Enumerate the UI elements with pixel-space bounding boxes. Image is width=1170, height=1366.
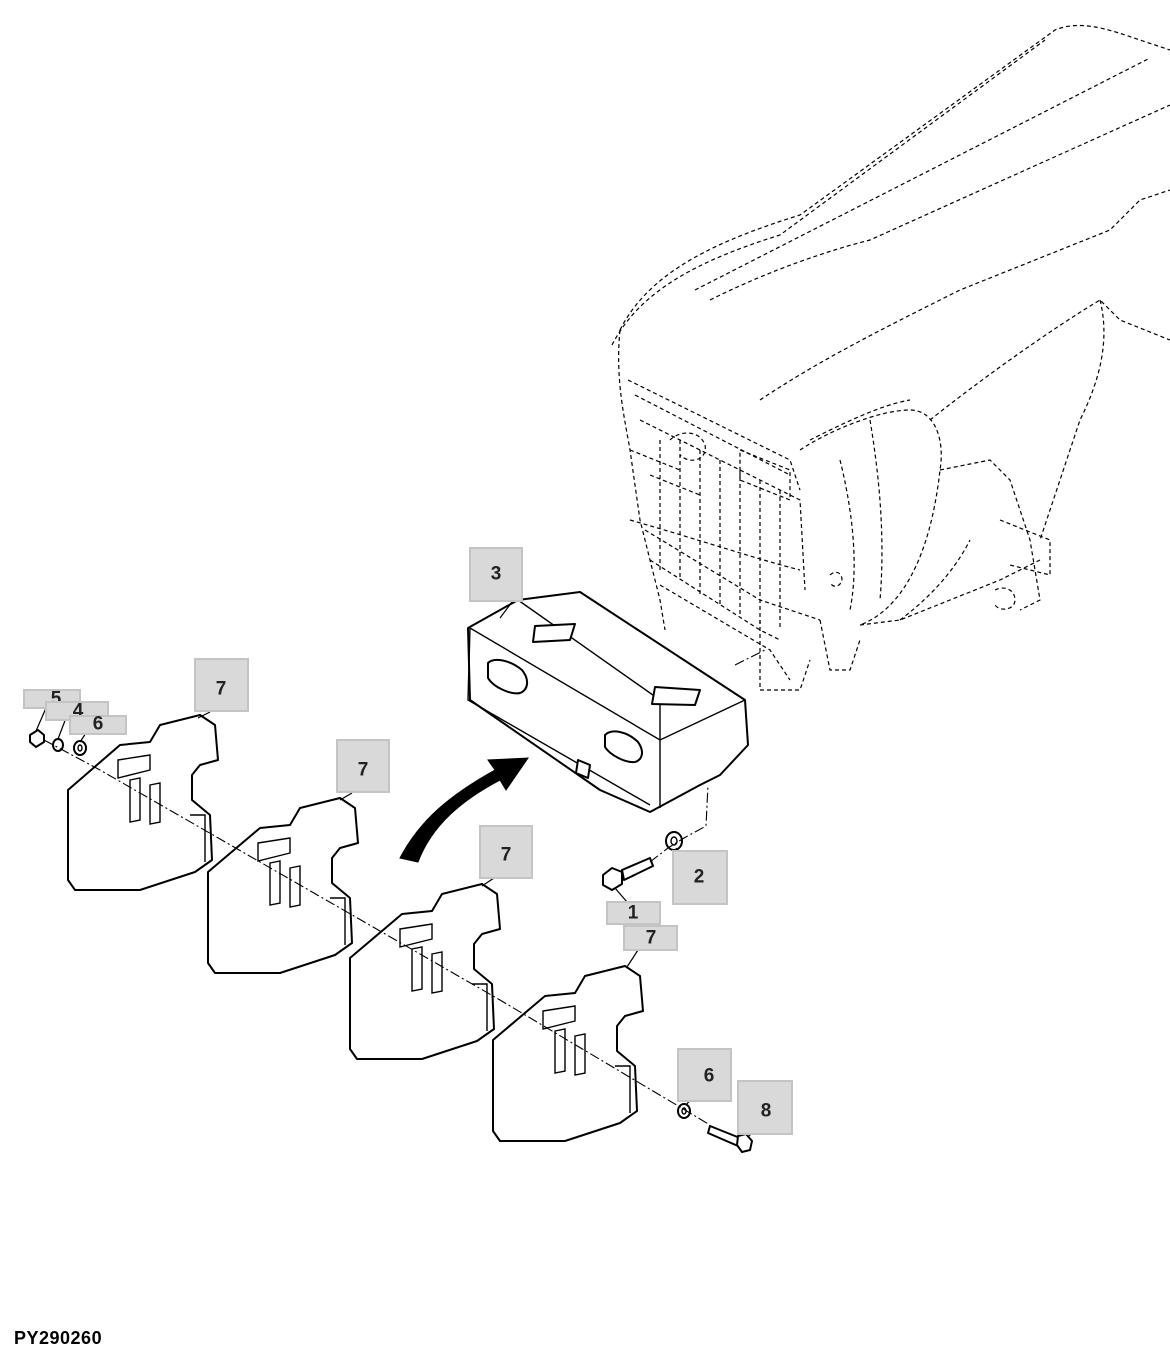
svg-text:8: 8	[761, 1101, 772, 1122]
suitcase-weight-2	[207, 797, 359, 974]
svg-text:6: 6	[704, 1066, 715, 1087]
callout-7-weight-2: 7	[336, 739, 390, 793]
weight-bracket	[467, 591, 749, 813]
svg-text:7: 7	[646, 928, 657, 949]
hardware-nut-5	[29, 729, 45, 748]
callout-7-duplicate: 7	[646, 928, 657, 949]
svg-text:6: 6	[93, 714, 104, 735]
svg-text:5: 5	[51, 689, 62, 710]
callout-6: 6	[69, 714, 127, 735]
svg-text:7: 7	[216, 679, 227, 700]
callout-1: 1	[606, 901, 661, 925]
hardware-washer-6-left	[73, 740, 87, 756]
figure-id: PY290260	[14, 1328, 103, 1348]
svg-text:7: 7	[358, 760, 369, 781]
svg-text:4: 4	[73, 701, 84, 722]
callout-7-weight-3: 7	[479, 825, 533, 879]
callout-7-weight-4: 7	[623, 925, 678, 951]
svg-text:1: 1	[628, 903, 639, 924]
hardware-bolt-1	[602, 857, 654, 891]
hardware-bolt-8	[707, 1125, 753, 1153]
suitcase-weight-3	[349, 883, 501, 1060]
callout-7-weight-1: 7	[194, 658, 249, 712]
suitcase-weight-4	[492, 965, 644, 1142]
svg-text:2: 2	[694, 867, 705, 888]
callout-2: 2	[672, 850, 728, 905]
tractor-hood-outline	[611, 24, 1170, 691]
callout-6-right: 6	[677, 1048, 732, 1102]
svg-text:7: 7	[501, 845, 512, 866]
assembly-centerlines	[43, 649, 766, 1126]
suitcase-weight-1	[67, 714, 219, 891]
hardware-washer-6-right	[677, 1103, 691, 1119]
installation-direction-arrow	[399, 757, 529, 863]
callout-3: 3	[469, 547, 523, 602]
callout-8: 8	[737, 1080, 793, 1135]
svg-text:3: 3	[491, 564, 502, 585]
